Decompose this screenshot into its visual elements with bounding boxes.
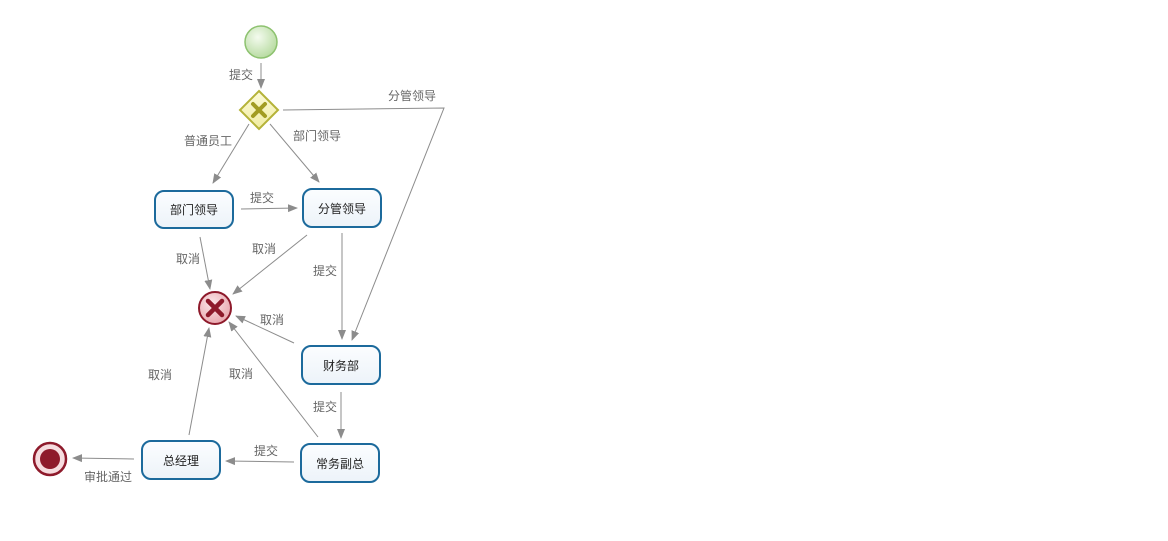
flow-label-dept-submit: 提交 <box>250 191 275 205</box>
flow-label-approved: 审批通过 <box>84 470 133 484</box>
flow-label-dept-cancel: 取消 <box>176 252 201 266</box>
edge-division-cancel <box>232 234 308 295</box>
task-exec-vp[interactable]: 常务副总 <box>300 443 380 483</box>
end-event-icon[interactable] <box>32 441 68 477</box>
edge-gateway-dept <box>212 123 250 184</box>
start-event-icon[interactable] <box>244 25 278 59</box>
task-label: 财务部 <box>322 358 359 373</box>
flow-label-division-leader: 分管领导 <box>388 89 437 103</box>
edge-gm-end <box>72 454 135 463</box>
flow-label-vp-cancel: 取消 <box>229 367 254 381</box>
flow-label-division-cancel: 取消 <box>252 242 277 256</box>
edge-gateway-finance <box>282 107 445 341</box>
task-label: 部门领导 <box>169 203 218 217</box>
edge-dept-division <box>240 204 298 213</box>
task-label: 常务副总 <box>315 456 364 471</box>
task-dept-leader[interactable]: 部门领导 <box>154 190 234 229</box>
edge-gateway-division <box>269 123 320 183</box>
task-label: 总经理 <box>162 453 199 468</box>
edge-finance-cancel <box>235 315 295 344</box>
task-finance[interactable]: 财务部 <box>301 345 381 385</box>
flow-label-dept-leader: 部门领导 <box>293 129 342 143</box>
exclusive-gateway-icon[interactable] <box>238 89 280 131</box>
flow-label-start-submit: 提交 <box>229 68 254 82</box>
flow-label-vp-submit: 提交 <box>254 444 279 458</box>
edge-vp-cancel <box>228 321 319 438</box>
task-label: 分管领导 <box>317 201 366 216</box>
edge-gm-cancel <box>188 327 212 436</box>
cancel-end-event-icon[interactable] <box>198 291 232 325</box>
edge-vp-gm <box>225 457 295 466</box>
task-division-leader[interactable]: 分管领导 <box>302 188 382 228</box>
edge-dept-cancel <box>199 236 213 290</box>
flow-label-division-submit: 提交 <box>313 264 338 278</box>
flow-label-finance-submit: 提交 <box>313 400 338 414</box>
task-general-manager[interactable]: 总经理 <box>141 440 221 480</box>
flow-label-gm-cancel: 取消 <box>148 368 173 382</box>
flow-label-finance-cancel: 取消 <box>260 313 285 327</box>
flow-label-regular-employee: 普通员工 <box>184 134 233 148</box>
